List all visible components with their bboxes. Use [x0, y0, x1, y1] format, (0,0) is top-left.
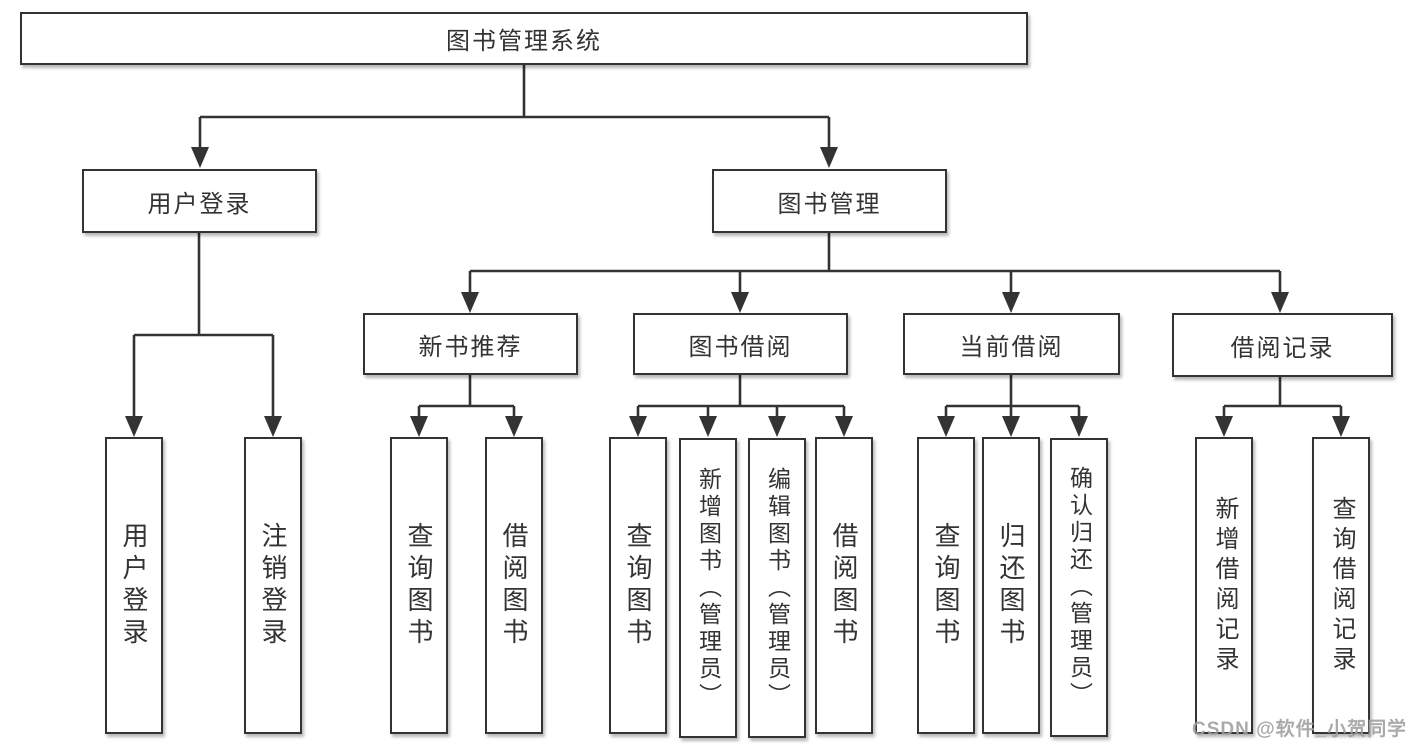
edge-user-login-children — [132, 233, 275, 417]
arrowhead — [461, 292, 479, 313]
leaf-bb-borrow-books: 借阅图书 — [815, 437, 873, 734]
node-current-borrowing-label: 当前借阅 — [959, 333, 1064, 361]
leaf-user-login: 用户登录 — [105, 437, 163, 734]
leaf-nbr-query-books: 查询图书 — [390, 437, 448, 734]
leaf-bb-query-books-label: 查询图书 — [623, 521, 653, 650]
leaf-bb-edit-books-admin-label: 编辑图书（管理员） — [764, 466, 791, 710]
leaf-cb-return-books: 归还图书 — [982, 437, 1040, 734]
leaf-cb-query-books-label: 查询图书 — [931, 521, 961, 650]
leaf-br-add-record-label: 新增借阅记录 — [1211, 495, 1238, 676]
leaf-nbr-borrow-books: 借阅图书 — [485, 437, 543, 734]
leaf-cb-confirm-return-admin-label: 确认归还（管理员） — [1066, 466, 1093, 709]
leaf-logout: 注销登录 — [244, 437, 302, 734]
arrowhead — [191, 147, 209, 168]
node-current-borrowing: 当前借阅 — [903, 313, 1120, 375]
edge-borrowing-records-children — [1222, 375, 1343, 417]
arrowhead — [1002, 416, 1020, 437]
arrowhead — [699, 416, 717, 437]
arrowhead — [1271, 292, 1289, 313]
leaf-nbr-borrow-books-label: 借阅图书 — [499, 521, 529, 650]
arrowhead — [731, 292, 749, 313]
leaf-nbr-query-books-label: 查询图书 — [404, 521, 434, 650]
node-borrowing-records-label: 借阅记录 — [1230, 334, 1335, 362]
arrowhead — [410, 416, 428, 437]
leaf-br-query-record-label: 查询借阅记录 — [1328, 495, 1355, 676]
arrowhead — [835, 416, 853, 437]
leaf-bb-borrow-books-label: 借阅图书 — [829, 521, 859, 650]
leaf-logout-label: 注销登录 — [258, 521, 288, 650]
leaf-user-login-label: 用户登录 — [119, 521, 149, 650]
arrowhead — [1070, 416, 1088, 437]
node-new-book-recommend: 新书推荐 — [363, 313, 578, 375]
leaf-bb-add-books-admin-label: 新增图书（管理员） — [695, 466, 722, 710]
arrowhead — [629, 416, 647, 437]
node-book-borrowing-label: 图书借阅 — [688, 333, 793, 361]
arrowhead — [937, 416, 955, 437]
leaf-br-query-record: 查询借阅记录 — [1312, 437, 1370, 734]
arrowhead — [264, 416, 282, 437]
node-user-login-label: 用户登录 — [147, 190, 252, 218]
leaf-bb-query-books: 查询图书 — [609, 437, 667, 734]
arrowhead — [125, 416, 143, 437]
arrowhead — [820, 147, 838, 168]
csdn-watermark: CSDN @软件_小贺同学 — [1192, 719, 1405, 740]
arrowhead — [1215, 416, 1233, 437]
leaf-cb-query-books: 查询图书 — [917, 437, 975, 734]
arrowhead — [1332, 416, 1350, 437]
node-root-label: 图书管理系统 — [446, 28, 602, 55]
leaf-bb-add-books-admin: 新增图书（管理员） — [679, 438, 737, 738]
leaf-bb-edit-books-admin: 编辑图书（管理员） — [748, 438, 806, 738]
node-book-management: 图书管理 — [712, 169, 947, 233]
leaf-cb-return-books-label: 归还图书 — [996, 521, 1026, 650]
node-user-login: 用户登录 — [82, 169, 317, 233]
arrowhead — [1002, 292, 1020, 313]
leaf-br-add-record: 新增借阅记录 — [1195, 437, 1253, 734]
node-book-borrowing: 图书借阅 — [633, 313, 848, 375]
node-new-book-recommend-label: 新书推荐 — [418, 333, 523, 361]
edge-book-management-children — [468, 233, 1282, 293]
node-borrowing-records: 借阅记录 — [1172, 313, 1393, 377]
arrowhead — [768, 416, 786, 437]
arrowhead — [505, 416, 523, 437]
edge-current-borrowing-children — [944, 375, 1081, 417]
leaf-cb-confirm-return-admin: 确认归还（管理员） — [1050, 438, 1108, 737]
edge-root-to-level2 — [198, 65, 831, 148]
edge-book-borrowing-children — [636, 375, 846, 417]
node-root: 图书管理系统 — [20, 12, 1028, 65]
node-book-management-label: 图书管理 — [777, 190, 882, 218]
edge-new-book-recommend-children — [417, 375, 516, 417]
